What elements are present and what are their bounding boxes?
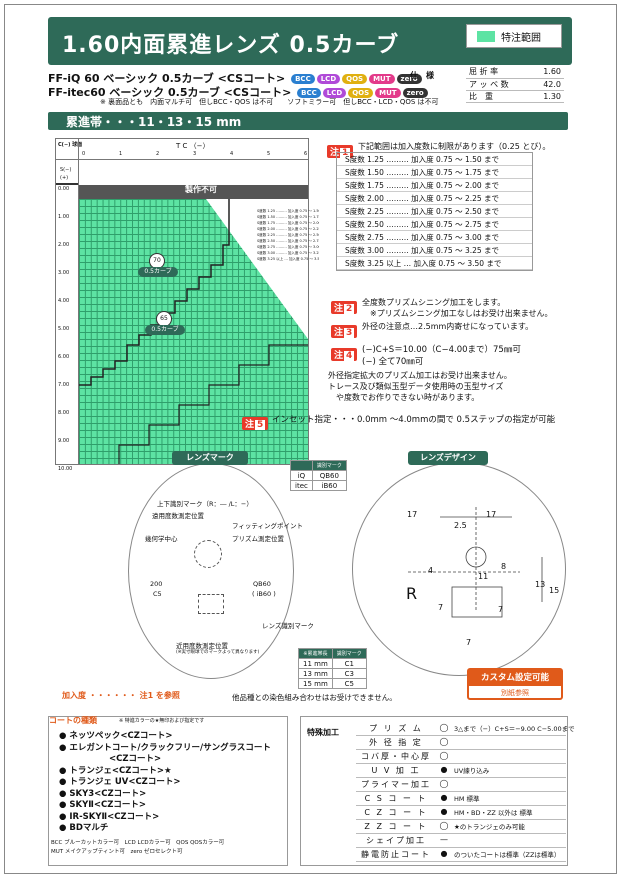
- grid-row-label: 9.00: [58, 438, 70, 444]
- section-header: 累進帯・・・11・13・15 mm: [48, 112, 568, 130]
- lens-mark-title: レンズマーク: [172, 451, 248, 465]
- side-add-row: S度数 2.25 ……… 加入度 0.75 〜 2.50 まで: [257, 233, 319, 237]
- coating-legend: BCC ブルーカットカラー可 LCD LCDカラー可 QOS QOSカラー可 M…: [51, 840, 225, 855]
- add-power-row: S度数 1.50 ……… 加入度 0.75 〜 1.75 まで: [337, 166, 532, 179]
- grid-col-label: 6: [304, 151, 308, 157]
- grid-row-label: 5.00: [58, 326, 70, 332]
- grid-row-label: 0.00: [58, 186, 70, 192]
- right-lens-label: R: [406, 584, 418, 603]
- side-add-row: S度数 2.00 ……… 加入度 0.75 〜 2.25 まで: [257, 227, 319, 231]
- add-power-row: S度数 2.25 ……… 加入度 0.75 〜 2.50 まで: [337, 205, 532, 218]
- side-add-row: S度数 1.50 ……… 加入度 0.75 〜 1.75 まで: [257, 215, 319, 219]
- add-power-row: S度数 2.75 ……… 加入度 0.75 〜 3.00 まで: [337, 231, 532, 244]
- grid-col-label: 1: [119, 151, 123, 157]
- processing-row: 外 径 指 定◯: [356, 737, 566, 750]
- processing-row: 静電防止コート●のついたコートは標準（ZZは標準）: [356, 849, 566, 862]
- page-frame: [4, 4, 617, 874]
- zero-badge: zero: [396, 74, 422, 84]
- qos-badge: QOS: [348, 88, 374, 98]
- add-power-row: S度数 1.25 ……… 加入度 0.75 〜 1.50 まで: [337, 153, 532, 166]
- bcc-badge: BCC: [297, 88, 321, 98]
- bcc-badge: BCC: [291, 74, 315, 84]
- processing-row: シェイプ加工—: [356, 835, 566, 848]
- coating-row: ● トランジェ UV<CZコート>: [59, 777, 181, 787]
- lcd-badge: LCD: [316, 74, 341, 84]
- grid-row-label: 7.00: [58, 382, 70, 388]
- coating-types-box: コートの種類 ※ 特進カラーの★無印および指定です ● ネッツペック<CZコート…: [48, 716, 288, 866]
- grid-row-label: 2.00: [58, 242, 70, 248]
- grid-row-label: 1.00: [58, 214, 70, 220]
- green-swatch-icon: [477, 30, 495, 42]
- processing-row: C S コ ー ト●HM 標準: [356, 793, 566, 806]
- add-power-row: S度数 2.00 ……… 加入度 0.75 〜 2.25 まで: [337, 192, 532, 205]
- coating-row: ● ネッツペック<CZコート>: [59, 731, 173, 741]
- grid-row-label: 4.00: [58, 298, 70, 304]
- processing-row: C Z コ ー ト●HM・BD・ZZ 以外は 標準: [356, 807, 566, 820]
- processing-row: U V 加 工●UV練り込み: [356, 765, 566, 778]
- add-power-row: S度数 3.00 ……… 加入度 0.75 〜 3.25 まで: [337, 244, 532, 257]
- lens-design-title: レンズデザイン: [408, 451, 488, 465]
- processing-row: プライマー加工◯: [356, 779, 566, 792]
- coating-row: ● エレガントコート/クラックフリー/サングラスコート: [59, 742, 271, 753]
- side-add-row: S度数 1.25 ……… 加入度 0.75 〜 1.50 まで: [257, 209, 319, 213]
- mut-badge: MUT: [369, 74, 395, 84]
- coating-row: ● IR-SKYⅡ<CZコート>: [59, 811, 160, 822]
- grid-col-label: 2: [156, 151, 160, 157]
- lens-design-lines: [408, 507, 543, 618]
- coating-row: ● BDマルチ: [59, 823, 109, 833]
- coating-row: ● SKY3<CZコート>: [59, 788, 147, 799]
- processing-row: プ リ ズ ム◯3△まで（−）C+S＝−9.00 C−5.00まで: [356, 723, 575, 736]
- grid-col-label: 3: [193, 151, 197, 157]
- special-processing-box: 特殊加工 プ リ ズ ム◯3△まで（−）C+S＝−9.00 C−5.00まで外 …: [300, 716, 575, 866]
- page-title: 1.60内面累進レンズ 0.5カーブ: [62, 33, 400, 58]
- add-power-row: S度数 3.25 以上 … 加入度 0.75 〜 3.50 まで: [337, 257, 532, 270]
- cannot-produce-label: 製作不可: [185, 185, 217, 194]
- add-power-row: S度数 1.75 ……… 加入度 0.75 〜 2.00 まで: [337, 179, 532, 192]
- processing-row: Z Z コ ー ト◯★のトランジェのみ可能: [356, 821, 566, 834]
- grid-row-label: 6.00: [58, 354, 70, 360]
- add-power-reference: 加入度 ・・・・・・ 注1 を参照: [62, 691, 180, 700]
- zero-badge: zero: [402, 88, 428, 98]
- grid-row-label: 8.00: [58, 410, 70, 416]
- processing-row: コバ厚・中心厚◯: [356, 751, 566, 764]
- add-power-row: S度数 2.50 ……… 加入度 0.75 〜 2.75 まで: [337, 218, 532, 231]
- mut-badge: MUT: [375, 88, 401, 98]
- legend-special-range: 特注範囲: [466, 24, 562, 48]
- grid-row-label: 10.00: [58, 466, 73, 472]
- coating-row: ● トランジェ<CZコート>★: [59, 765, 172, 776]
- qos-badge: QOS: [342, 74, 368, 84]
- side-add-row: S度数 1.75 ……… 加入度 0.75 〜 2.00 まで: [257, 221, 319, 225]
- coating-row: ● SKYⅡ<CZコート>: [59, 800, 146, 810]
- grid-col-label: 0: [82, 151, 86, 157]
- side-add-row: S度数 2.50 ……… 加入度 0.75 〜 2.75 まで: [257, 239, 319, 243]
- coating-note: ※ 裏面品とも 内面マルチ可 但しBCC・QOS は不可 ソフトミラー可 但しB…: [100, 98, 439, 106]
- coating-row: <CZコート>: [109, 754, 162, 764]
- grid-row-label: 3.00: [58, 270, 70, 276]
- lcd-badge: LCD: [322, 88, 347, 98]
- grid-col-label: 4: [230, 151, 234, 157]
- side-add-row: S度数 3.00 ……… 加入度 0.75 〜 3.25 まで: [257, 251, 319, 255]
- grid-col-label: 5: [267, 151, 271, 157]
- side-add-row: S度数 3.25 以上 … 加入度 0.75 〜 3.50 まで: [257, 257, 319, 261]
- side-add-row: S度数 2.75 ……… 加入度 0.75 〜 3.00 まで: [257, 245, 319, 249]
- custom-setting-box: カスタム設定可能 別紙参照: [467, 668, 563, 700]
- spec-label: 仕 様: [410, 71, 434, 80]
